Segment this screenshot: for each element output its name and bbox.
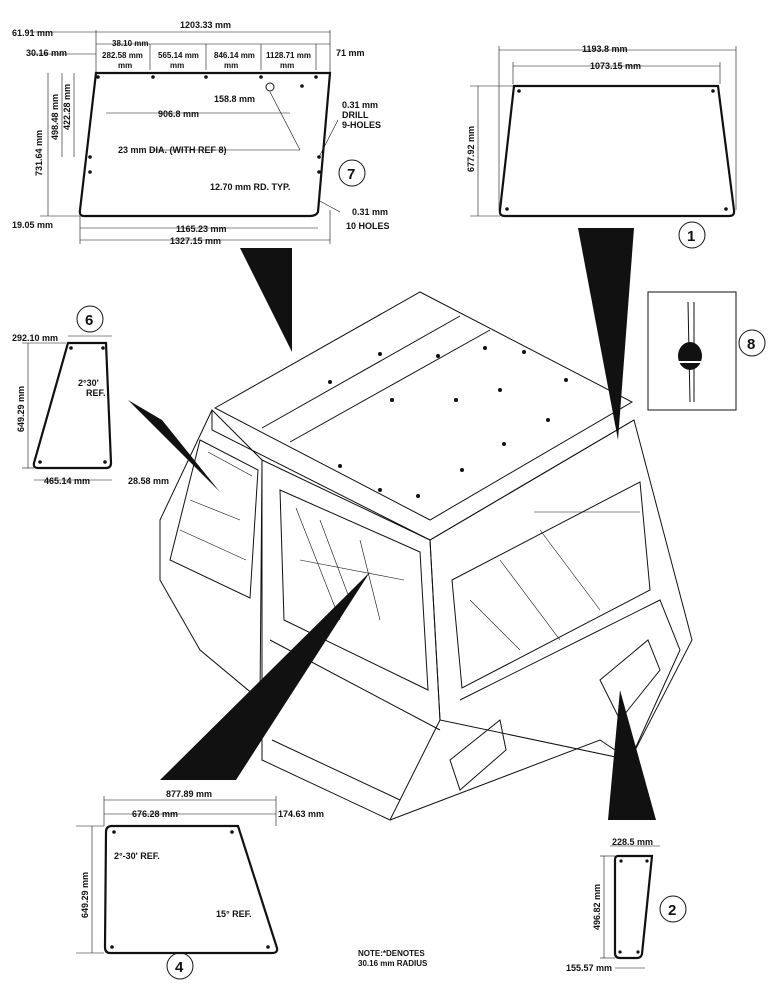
p7-height-a: 498.48 mm xyxy=(50,94,60,140)
p6-height: 649.29 mm xyxy=(16,386,26,432)
p7-inner-width: 906.8 mm xyxy=(158,109,199,119)
p7-drill-b: DRILL xyxy=(342,110,369,120)
detail-8-frame xyxy=(647,291,737,411)
p2-height: 496.82 mm xyxy=(592,884,602,930)
note-line-2: 30.16 mm RADIUS xyxy=(358,959,428,968)
callout-7: 7 xyxy=(347,166,355,183)
p1-bottom: 1073.15 mm xyxy=(590,61,641,71)
pointer-6 xyxy=(128,400,220,492)
p7-h4: 846.14 mm xyxy=(214,51,255,60)
p4-angle-left: 2°-30' REF. xyxy=(114,851,160,861)
callout-2: 2 xyxy=(668,902,676,919)
p7-radius-note: 12.70 mm RD. TYP. xyxy=(210,182,290,192)
panel-1: 1193.8 mm 1073.15 mm 677.92 mm 1 xyxy=(466,44,737,249)
p7-drill-a: 0.31 mm xyxy=(342,100,378,110)
panel-4-glass xyxy=(103,824,279,955)
pointer-1 xyxy=(578,228,634,440)
panel-6-glass xyxy=(32,341,113,470)
panel-7-holes xyxy=(88,75,321,174)
panel-6: 292.10 mm 2°30' REF. 649.29 mm 465.14 mm… xyxy=(12,305,169,486)
p6-offset: 28.58 mm xyxy=(128,476,169,486)
svg-text:mm: mm xyxy=(170,61,184,70)
svg-text:mm: mm xyxy=(280,61,294,70)
p4-offset: 174.63 mm xyxy=(278,809,324,819)
p7-bottom-inner: 1165.23 mm xyxy=(176,224,227,234)
pointer-wedges xyxy=(128,228,656,820)
p4-height: 649.29 mm xyxy=(80,872,90,918)
p1-height: 677.92 mm xyxy=(466,126,476,172)
pointer-7 xyxy=(240,248,292,352)
p6-angle-a: 2°30' xyxy=(78,378,99,388)
panel-7: 1203.33 mm 61.91 mm 30.16 mm 38.10 mm 28… xyxy=(12,20,390,246)
callout-7-circle xyxy=(338,159,366,187)
svg-text:mm: mm xyxy=(118,61,132,70)
p2-top: 228.5 mm xyxy=(612,837,653,847)
p7-left-offset: 61.91 mm xyxy=(12,28,53,38)
p7-bottom-left: 19.05 mm xyxy=(12,220,53,230)
p6-top: 292.10 mm xyxy=(12,333,58,343)
p7-h3: 565.14 mm xyxy=(158,51,199,60)
panel-7-glass xyxy=(78,71,332,218)
panel-4: 877.89 mm 676.28 mm 174.63 mm 2°-30' REF… xyxy=(76,789,324,980)
p7-drill-c: 9-HOLES xyxy=(342,120,381,130)
detail-8: 8 xyxy=(647,291,766,411)
p4-inner: 676.28 mm xyxy=(132,809,178,819)
p2-bottom: 155.57 mm xyxy=(566,963,612,973)
callout-8: 8 xyxy=(747,336,755,353)
note-line-1: NOTE:*DENOTES xyxy=(358,949,425,958)
p1-top: 1193.8 mm xyxy=(582,44,628,54)
p6-angle-b: REF. xyxy=(86,388,106,398)
p7-bottom-total: 1327.15 mm xyxy=(170,236,221,246)
callout-4: 4 xyxy=(175,959,184,976)
p7-hole-spacing: 158.8 mm xyxy=(214,94,255,104)
svg-text:mm: mm xyxy=(224,61,238,70)
p7-corner: 30.16 mm xyxy=(26,48,67,58)
p7-dia-note: 23 mm DIA. (WITH REF 8) xyxy=(118,145,227,155)
pointer-2 xyxy=(608,690,656,820)
p4-angle-right: 15° REF. xyxy=(216,909,252,919)
p7-holes10-b: 10 HOLES xyxy=(346,221,390,231)
p7-h1: 38.10 mm xyxy=(112,39,148,48)
panel-2-glass xyxy=(613,854,654,960)
p7-overall-width: 1203.33 mm xyxy=(180,20,231,30)
seal-profile xyxy=(678,342,702,370)
p7-holes10-a: 0.31 mm xyxy=(352,207,388,217)
panel-1-glass xyxy=(498,84,736,218)
p4-top: 877.89 mm xyxy=(166,789,212,799)
p7-h2: 282.58 mm xyxy=(102,51,143,60)
p7-h5: 1128.71 mm xyxy=(266,51,311,60)
pointer-4 xyxy=(160,572,370,780)
p7-height-b: 422.28 mm xyxy=(62,84,72,130)
p6-bottom: 465.14 mm xyxy=(44,476,90,486)
p7-height-total: 731.64 mm xyxy=(34,130,44,176)
panel-2: 228.5 mm 496.82 mm 155.57 mm 2 xyxy=(566,837,687,973)
callout-1: 1 xyxy=(687,228,695,245)
callout-6: 6 xyxy=(85,312,93,329)
p7-right-offset: 71 mm xyxy=(336,48,365,58)
